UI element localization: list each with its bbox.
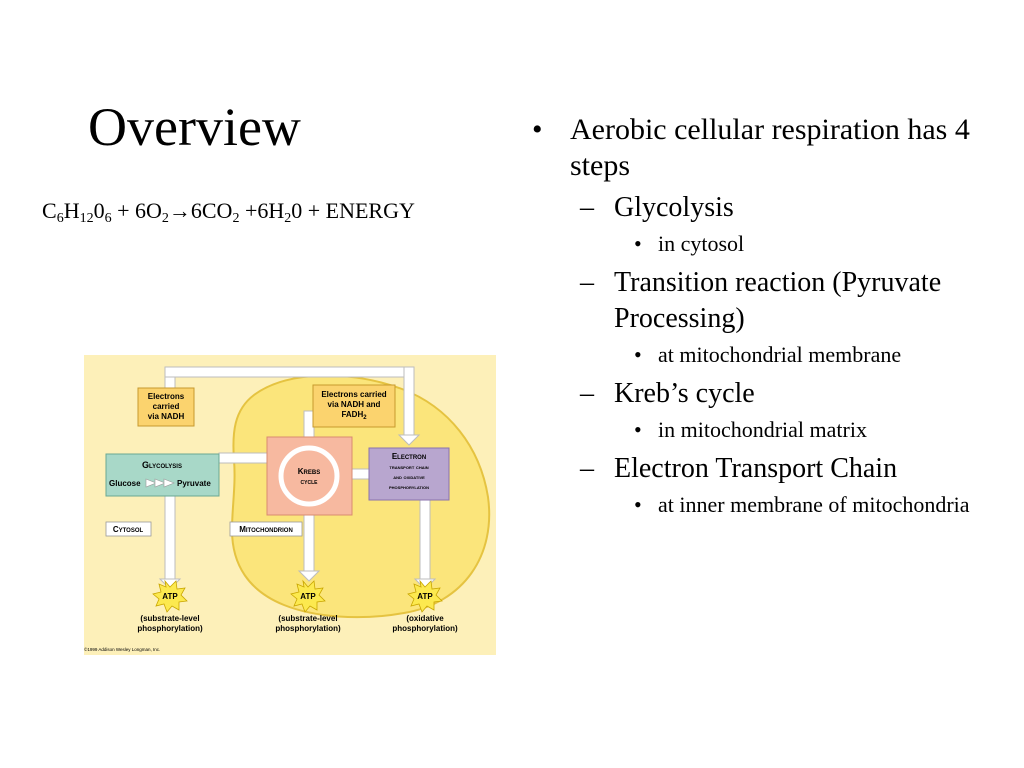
bullet-main-text: Aerobic cellular respiration has 4 steps: [570, 113, 970, 182]
arrow-shaft: [218, 452, 268, 464]
mitochondrion-label: Mitochondrion: [239, 525, 293, 534]
arrow-shaft: [403, 366, 415, 436]
atp-left-label1: (substrate-level: [140, 614, 199, 623]
step-location-text: in mitochondrial matrix: [658, 417, 867, 442]
step-name: Transition reaction (Pyruvate Processing…: [614, 267, 942, 334]
atp-right: ATP: [417, 592, 433, 601]
diagram-canvas: Electrons carried via NADH Electrons car…: [84, 355, 496, 655]
eq-sub: 2: [284, 211, 292, 226]
eq-sub: 6: [56, 211, 64, 226]
cytosol-label-box: [105, 521, 152, 537]
fadh-text: FADH: [341, 410, 363, 419]
step-location-text: in cytosol: [658, 231, 745, 256]
atp-left: ATP: [162, 592, 178, 601]
etc-line3: and oxidative: [393, 475, 425, 481]
eq-sub: 2: [232, 211, 240, 226]
respiration-equation: C6H1206 + 6O2→6CO2 +6H20 + ENERGY: [42, 198, 415, 226]
atp-burst-left: [152, 579, 188, 613]
cytosol-label: Cytosol: [113, 525, 144, 534]
electrons-right-line1: Electrons carried: [321, 390, 386, 399]
step-item: –Glycolysis: [580, 192, 734, 223]
etc-box: [368, 447, 450, 501]
etc-line4: phosphorylation: [389, 485, 429, 491]
step-item: –Electron Transport Chain: [580, 453, 898, 484]
glycolysis-box: [105, 453, 220, 497]
step-name: Kreb’s cycle: [614, 378, 755, 409]
arrows: [164, 366, 431, 580]
electrons-left-line2: carried: [153, 402, 180, 411]
glycolysis-arrows: [154, 478, 166, 488]
step-location: •at inner membrane of mitochondria: [634, 492, 970, 517]
atp-burst-right: [407, 579, 443, 613]
glycolysis-arrows: [145, 478, 157, 488]
bullet-main: •Aerobic cellular respiration has 4 step…: [532, 113, 970, 182]
eq-energy: 0 + ENERGY: [291, 198, 415, 223]
eq-co: 6CO: [190, 198, 233, 223]
step-location: •in mitochondrial matrix: [634, 417, 867, 442]
arrow-head: [297, 570, 321, 582]
eq-sub: 6: [104, 211, 112, 226]
arrow-shaft: [351, 468, 371, 480]
krebs-line1: Krebs: [298, 467, 320, 476]
step-location: •in cytosol: [634, 231, 745, 256]
step-name: Electron Transport Chain: [614, 453, 898, 484]
eq-h: H: [63, 198, 80, 223]
arrow-head: [397, 434, 421, 446]
step-item: –Transition reaction (Pyruvate Processin…: [580, 267, 942, 334]
eq-sub: 2: [161, 211, 169, 226]
electrons-nadh-fadh-box: [312, 384, 396, 428]
mitochondrion-label-box: [229, 521, 303, 537]
eq-c: C: [42, 198, 57, 223]
step-location-text: at inner membrane of mitochondria: [658, 492, 970, 517]
atp-middle-label2: phosphorylation): [275, 624, 341, 633]
eq-oxygen: + 6O: [111, 198, 162, 223]
copyright-text: ©1999 Addison Wesley Longman, Inc.: [84, 646, 160, 652]
slide-title: Overview: [88, 97, 301, 157]
atp-right-label1: (oxidative: [406, 614, 444, 623]
arrow-shaft: [419, 498, 431, 580]
electrons-left-line3: via NADH: [148, 412, 185, 421]
eq-h: +6H: [239, 198, 285, 223]
electrons-right-line2: via NADH and: [328, 400, 381, 409]
krebs-line2: cycle: [301, 479, 319, 486]
respiration-diagram: Electrons carried via NADH Electrons car…: [84, 355, 496, 655]
electrons-nadh-box: [137, 387, 195, 427]
electrons-right-line3: FADH2: [341, 410, 367, 421]
etc-line1: Electron: [392, 452, 426, 461]
atp-left-label2: phosphorylation): [137, 624, 203, 633]
step-name: Glycolysis: [614, 192, 734, 223]
atp-right-label2: phosphorylation): [392, 624, 458, 633]
arrow-shaft: [164, 366, 414, 378]
step-location-text: at mitochondrial membrane: [658, 342, 902, 367]
electrons-left-line1: Electrons: [148, 392, 185, 401]
krebs-cycle-icon: [278, 445, 340, 507]
step-item: –Kreb’s cycle: [580, 378, 755, 409]
atp-middle: ATP: [300, 592, 316, 601]
step-location: •at mitochondrial membrane: [634, 342, 902, 367]
pyruvate-label: Pyruvate: [177, 479, 211, 488]
glycolysis-title: Glycolysis: [142, 460, 182, 470]
eq-sub: 12: [79, 211, 94, 226]
atp-middle-label1: (substrate-level: [278, 614, 337, 623]
bullet-list: •Aerobic cellular respiration has 4 step…: [528, 112, 998, 526]
eq-arrow: →: [168, 198, 191, 223]
fadh-subscript: 2: [363, 415, 367, 421]
glycolysis-arrows: [163, 478, 175, 488]
etc-line2: transport chain: [389, 465, 428, 471]
glucose-label: Glucose: [109, 479, 141, 488]
atp-burst-middle: [290, 579, 326, 613]
eq-o: 0: [93, 198, 105, 223]
